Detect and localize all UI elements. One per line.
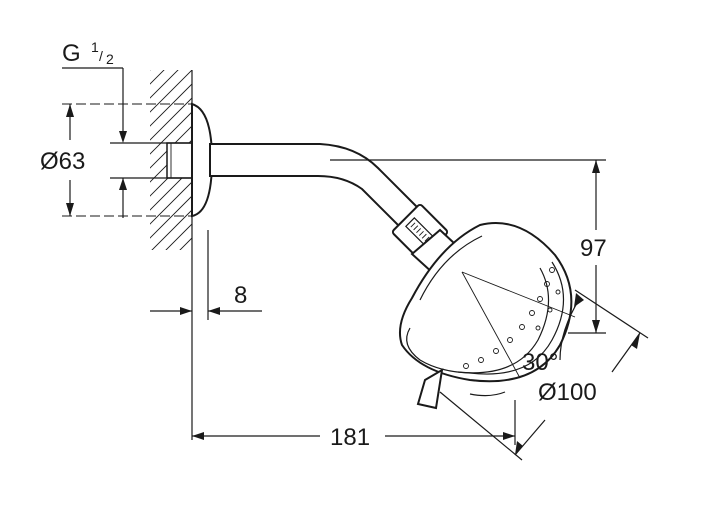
- thread-label: G: [62, 40, 81, 67]
- tilt-angle-label: 30°: [522, 349, 558, 376]
- flange-diameter-label: Ø63: [40, 148, 85, 175]
- head-diameter-label: Ø100: [538, 379, 597, 406]
- thread-fraction-slash: /: [99, 48, 103, 64]
- spray-lever: [416, 368, 444, 410]
- height-drop-label: 97: [580, 235, 607, 262]
- shower-head: [399, 222, 576, 383]
- projection-label: 181: [330, 424, 370, 451]
- thread-fraction-numerator: 1: [91, 39, 99, 55]
- shower-arm: [209, 143, 420, 228]
- thread-fraction-denominator: 2: [106, 51, 114, 67]
- wall-offset-label: 8: [234, 282, 247, 309]
